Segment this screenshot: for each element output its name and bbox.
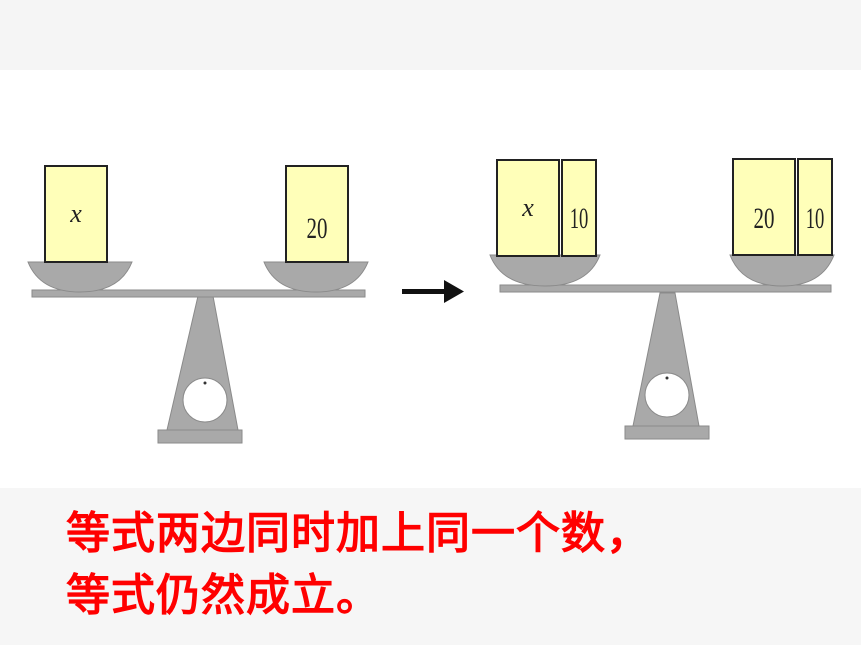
caption-line-2: 等式仍然成立。: [66, 570, 381, 621]
after-right-block-10: [797, 158, 833, 256]
top-band: [0, 0, 861, 70]
before-left-pan: [27, 261, 133, 293]
after-scale-dial: [644, 372, 690, 418]
before-scale: x 20: [27, 165, 369, 444]
caption: 等式两边同时加上同一个数， 等式仍然成立。: [66, 503, 846, 627]
before-left-block-label: x: [69, 199, 82, 228]
before-right-block-label: 20: [307, 211, 328, 245]
before-scale-beam: [31, 289, 366, 298]
before-left-block: [44, 165, 108, 263]
after-right-block-20: [732, 158, 796, 256]
after-left-pan: [489, 254, 601, 287]
caption-line-1: 等式两边同时加上同一个数，: [66, 508, 651, 559]
before-right-block: [285, 165, 349, 263]
figure-panel: [0, 70, 861, 488]
after-left-block-x: [496, 159, 560, 257]
right-arrow-icon: [402, 280, 464, 303]
after-left-block-10-label: 10: [570, 203, 589, 235]
before-scale-dial: [182, 377, 228, 423]
after-right-block-10-label: 10: [806, 203, 825, 235]
after-scale-beam: [499, 284, 832, 293]
after-right-block-20-label: 20: [754, 201, 775, 235]
after-right-pan: [729, 254, 835, 287]
before-right-pan: [263, 261, 369, 293]
after-scale: x 10 20 10: [489, 158, 835, 440]
before-scale-base: [157, 429, 243, 444]
after-left-block-x-label: x: [521, 193, 534, 222]
after-left-block-10: [561, 159, 597, 257]
after-scale-base: [624, 425, 710, 440]
